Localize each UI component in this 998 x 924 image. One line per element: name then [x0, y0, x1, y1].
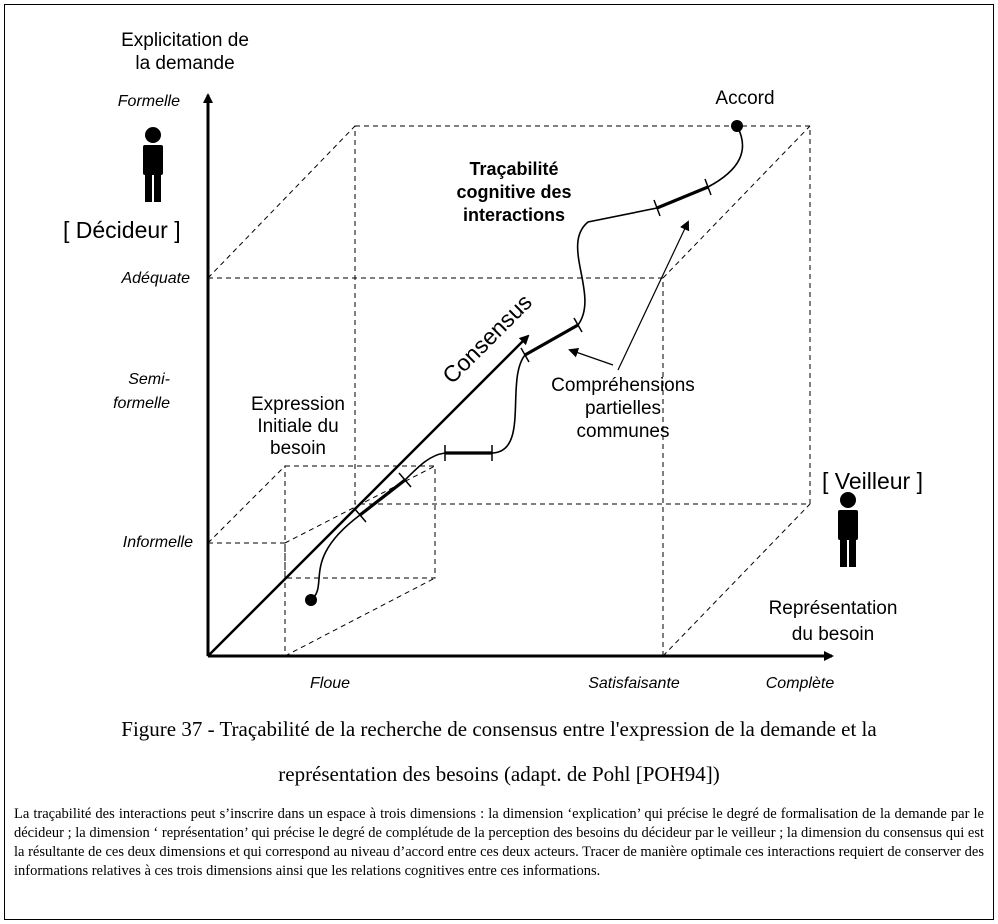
- partial-understanding-segments: [359, 185, 709, 517]
- horizontal-axis-title-1: Représentation: [769, 598, 898, 619]
- comprehension-label-2: partielles: [585, 398, 661, 419]
- level-semi: Semi-: [128, 371, 170, 388]
- accord-label: Accord: [715, 88, 774, 109]
- comprehension-label-1: Compréhensions: [551, 375, 695, 396]
- level-formelle: Formelle: [118, 93, 180, 110]
- figure-caption-line-1: Figure 37 - Traçabilité de la recherche …: [121, 717, 877, 741]
- level-informelle: Informelle: [123, 534, 193, 551]
- horizontal-axis-title-2: du besoin: [792, 624, 874, 645]
- vertical-axis-title-1: Explicitation de: [121, 30, 249, 51]
- expression-label-3: besoin: [270, 438, 326, 459]
- tracability-label-2: cognitive des: [456, 182, 571, 202]
- annotation-arrows: [568, 220, 690, 371]
- watcher-person-icon: [838, 492, 858, 567]
- level-satisfaisante: Satisfaisante: [588, 675, 680, 692]
- vertical-axis-title-2: la demande: [135, 53, 234, 74]
- comprehension-label-3: communes: [577, 421, 670, 442]
- start-point: [305, 594, 317, 606]
- decider-person-icon: [143, 127, 163, 202]
- watcher-label: [ Veilleur ]: [822, 468, 923, 494]
- consensus-label: Consensus: [437, 289, 537, 389]
- consensus-axis: [207, 334, 530, 657]
- tracability-label-3: interactions: [463, 205, 565, 225]
- decider-label: [ Décideur ]: [63, 217, 181, 243]
- level-adequate: Adéquate: [120, 270, 190, 287]
- segment-ticks: [353, 178, 712, 523]
- level-complete: Complète: [766, 675, 835, 692]
- figure-frame: [4, 4, 994, 920]
- level-floue: Floue: [310, 675, 350, 692]
- figure-caption-line-2: représentation des besoins (adapt. de Po…: [278, 762, 720, 786]
- level-semi-formelle: formelle: [113, 395, 170, 412]
- expression-label-2: Initiale du: [257, 416, 338, 437]
- expression-label-1: Expression: [251, 394, 345, 415]
- description-paragraph: La traçabilité des interactions peut s’i…: [14, 806, 984, 879]
- tracability-label-1: Traçabilité: [469, 159, 558, 179]
- accord-point: [731, 120, 743, 132]
